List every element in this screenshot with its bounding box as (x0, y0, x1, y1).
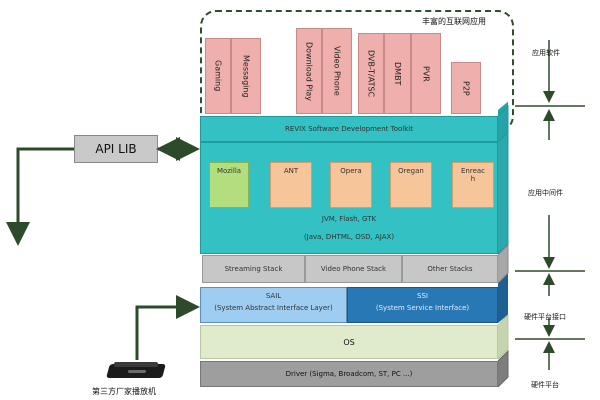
app-messaging: Messaging (231, 38, 261, 114)
ssi-subtitle: (System Service Interface) (375, 304, 470, 312)
app-download-play-label: Download Play (304, 41, 314, 101)
stack-other-label: Other Stacks (427, 265, 473, 273)
api-lib-box: API LIB (74, 135, 158, 163)
device-label: 第三方厂家播放机 (92, 387, 156, 396)
app-download-play: Download Play (296, 28, 322, 114)
app-dmbt-label: DMBT (393, 61, 402, 86)
browser-mozilla-label: Mozilla (216, 167, 242, 175)
side-label-hw-interface: 硬件平台接口 (524, 313, 566, 321)
runtime-line2: (Java, DHTML, OSD, AJAX) (303, 233, 395, 241)
stack-slant (497, 243, 509, 284)
runtime-line1: JVM, Flash, GTK (321, 215, 377, 223)
sdk-band: REVIX Software Development Toolkit (200, 116, 498, 142)
browser-ant-label: ANT (283, 167, 299, 175)
sail-subtitle: (System Abstract Interface Layer) (214, 304, 333, 312)
os-box: OS (200, 325, 498, 359)
browser-mozilla: Mozilla (209, 162, 249, 208)
stack-streaming: Streaming Stack (202, 255, 305, 283)
app-p2p-label: P2P (461, 80, 471, 96)
side-label-app-software: 应用软件 (532, 49, 560, 57)
app-video-phone-label: Video Phone (332, 46, 342, 96)
os-slant (497, 313, 509, 360)
browser-enreach: Enreac h (452, 162, 494, 208)
app-pvr: PVR (411, 33, 441, 114)
os-label: OS (343, 337, 355, 347)
app-dvbt-atsc-label: DVB-T/ATSC (366, 49, 376, 98)
apps-title: 丰富的互联网应用 (422, 17, 486, 26)
app-gaming: Gaming (205, 38, 231, 114)
driver-slant (497, 349, 509, 388)
ssi-title: SSI (417, 292, 428, 300)
set-top-box-icon (106, 360, 166, 380)
sail-title: SAIL (265, 292, 282, 300)
browser-opera-label: Opera (340, 167, 362, 175)
app-video-phone: Video Phone (322, 28, 352, 114)
app-dvbt-atsc: DVB-T/ATSC (358, 33, 384, 114)
side-label-hw-platform: 硬件平台 (531, 381, 559, 389)
middleware-slant (497, 130, 509, 255)
sail-box: SAIL (System Abstract Interface Layer) (200, 287, 347, 323)
browser-enreach-label: Enreac h (460, 167, 486, 183)
app-messaging-label: Messaging (241, 54, 251, 98)
api-lib-label: API LIB (95, 142, 137, 156)
browser-oregan-label: Oregan (398, 167, 424, 175)
stack-other: Other Stacks (402, 255, 498, 283)
driver-box: Driver (Sigma, Broadcom, ST, PC ...) (200, 361, 498, 387)
browser-oregan: Oregan (390, 162, 432, 208)
app-pvr-label: PVR (421, 65, 431, 82)
browser-opera: Opera (330, 162, 372, 208)
stack-streaming-label: Streaming Stack (224, 265, 283, 273)
app-gaming-label: Gaming (213, 60, 223, 92)
api-left-line (6, 147, 74, 246)
app-p2p: P2P (451, 62, 481, 114)
device-to-sail-arrow (135, 295, 200, 360)
ssi-box: SSI (System Service Interface) (347, 287, 498, 323)
driver-label: Driver (Sigma, Broadcom, ST, PC ...) (285, 370, 413, 378)
browser-ant: ANT (270, 162, 312, 208)
stack-video-phone: Video Phone Stack (305, 255, 402, 283)
stack-video-phone-label: Video Phone Stack (320, 265, 387, 273)
sdk-label: REVIX Software Development Toolkit (285, 125, 413, 133)
app-dmbt: DMBT (384, 33, 411, 114)
side-label-middleware: 应用中间件 (528, 189, 563, 197)
